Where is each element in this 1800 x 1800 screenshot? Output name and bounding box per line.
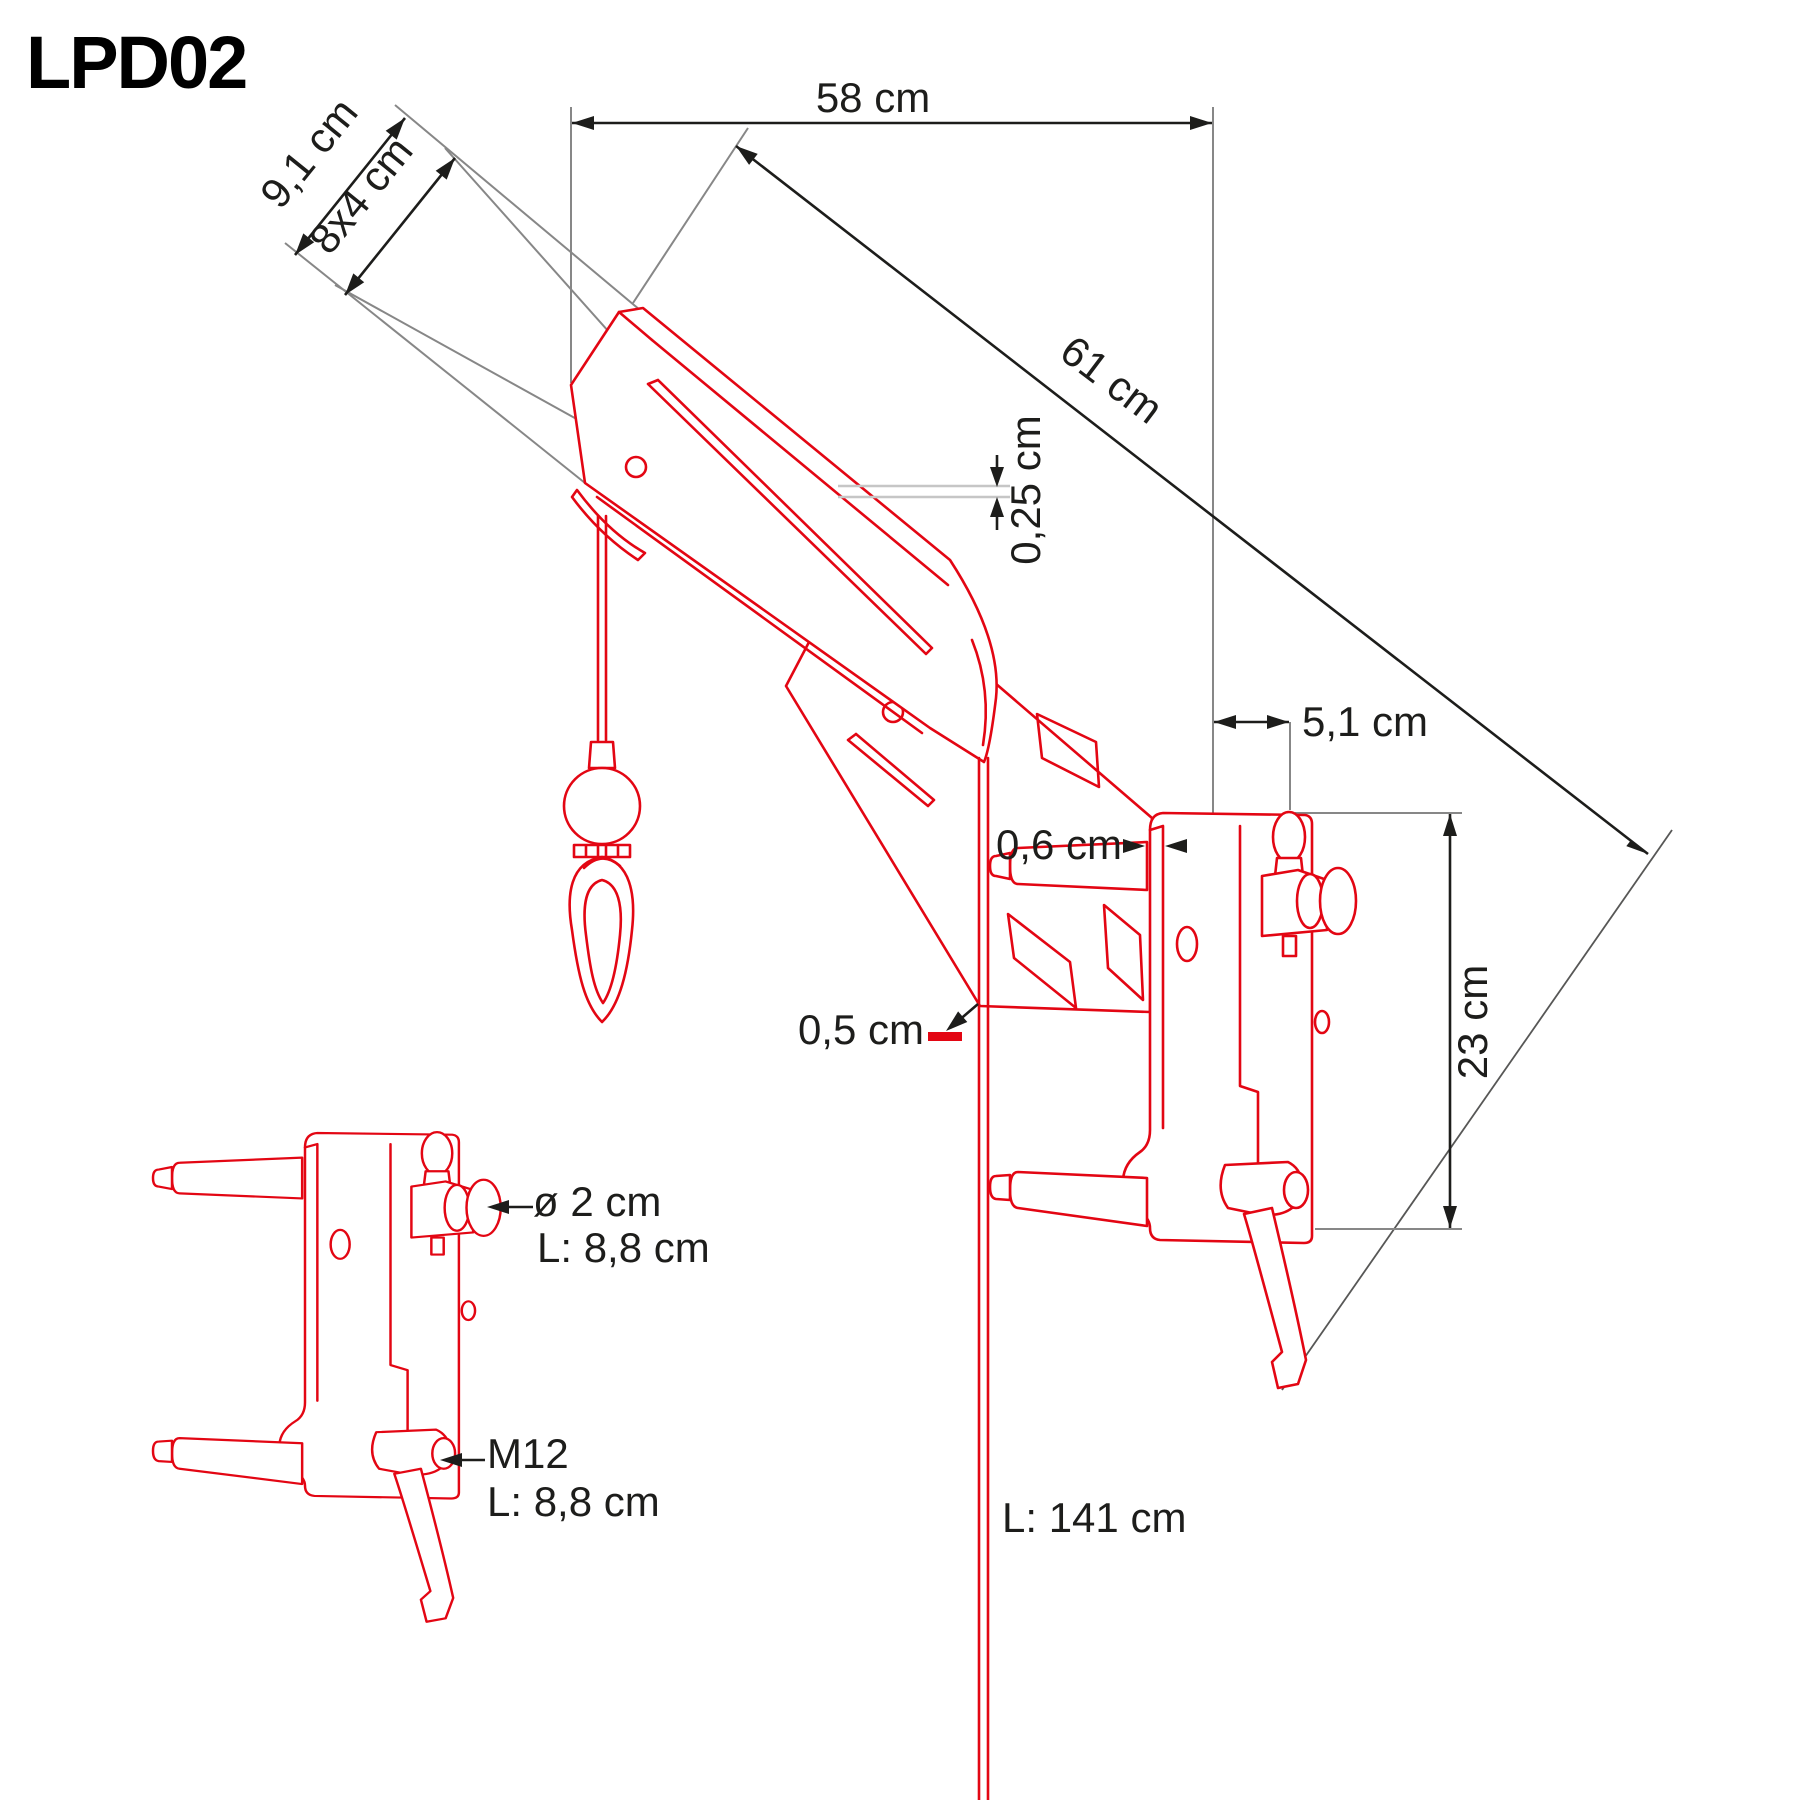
dim-61-label: 61 cm [1052,326,1172,432]
dim-025-label: 0,25 cm [1002,415,1049,564]
cable-hook-inner [583,878,623,1005]
dimension-lines [293,116,1649,1467]
telescopic-arm-slot [846,732,936,808]
ext-line-61-top [632,127,749,304]
dim-05-label: 0,5 cm [798,1006,924,1053]
dim-dia2-arrow [487,1200,509,1214]
cable-hook-outer [568,855,635,1024]
dim-8x4-arrow-bottom [345,273,365,295]
cable-hook-gate [582,857,622,870]
dim-61-arrow-bottom [1626,835,1648,854]
wall-bracket-detail [151,1130,502,1623]
dim-m12-length-label: L: 8,8 cm [487,1478,660,1525]
main-arm-edge-line [650,338,950,587]
main-arm-hole [624,455,648,479]
main-arm-bottom-edge-line [595,495,924,735]
dim-23-arrow-top [1443,814,1457,836]
safety-cable [977,756,990,1800]
dim-06-arrow-left [1165,839,1187,853]
dim-61-line [735,144,1649,856]
ext-line-91-bottom [284,242,586,484]
pulley-arc [970,638,988,747]
dim-05-highlight-bar [928,1032,962,1041]
dim-91-line [293,117,407,256]
dim-58-arrow-left [572,116,594,130]
dim-06-label: 0,6 cm [996,821,1122,868]
ext-line-91-top [394,104,641,311]
dim-51-label: 5,1 cm [1302,698,1428,745]
ext-line-8x4-bottom [334,284,601,433]
telescopic-arm-cutout-1 [1035,712,1101,789]
dim-51-arrow-left [1214,715,1236,729]
dim-91-arrow-top [385,118,405,140]
dim-05-arrow [946,1011,968,1031]
dim-23-arrow-bottom [1443,1206,1457,1228]
dim-91-arrow-bottom [295,233,315,255]
dim-m12-label: M12 [487,1430,569,1477]
hoist-cable-assembly [562,514,642,1024]
dim-025-arrow-top [990,467,1004,487]
dim-dia2-length-label: L: 8,8 cm [537,1224,710,1271]
dim-23-label: 23 cm [1449,965,1496,1079]
telescopic-arm-cutout-2 [1006,912,1078,1010]
ext-line-61-bottom [1281,829,1673,1391]
dim-58-label: 58 cm [816,74,930,121]
main-arm-chamfer [617,310,654,342]
main-arm [569,306,998,764]
dim-51-arrow-right [1267,715,1289,729]
dim-8x4-line [343,157,457,296]
dim-m12-arrow [440,1453,462,1467]
device-artwork [151,306,1358,1800]
dim-025-arrow-bottom [990,497,1004,517]
main-arm-slot [646,378,934,656]
telescopic-arm-cutout-3 [1102,903,1145,1002]
dim-cable-length-label: L: 141 cm [1002,1494,1186,1541]
dim-58-arrow-right [1190,116,1212,130]
dim-dia2-label: ø 2 cm [533,1178,661,1225]
dim-06-arrow-right [1123,839,1145,853]
dim-8x4-arrow-top [435,158,455,180]
cable-ball-stop [562,766,642,846]
dim-61-arrow-top [736,146,758,165]
page-title: LPD02 [26,21,246,104]
swivel-collar [572,843,632,859]
cable-connector [587,740,617,770]
